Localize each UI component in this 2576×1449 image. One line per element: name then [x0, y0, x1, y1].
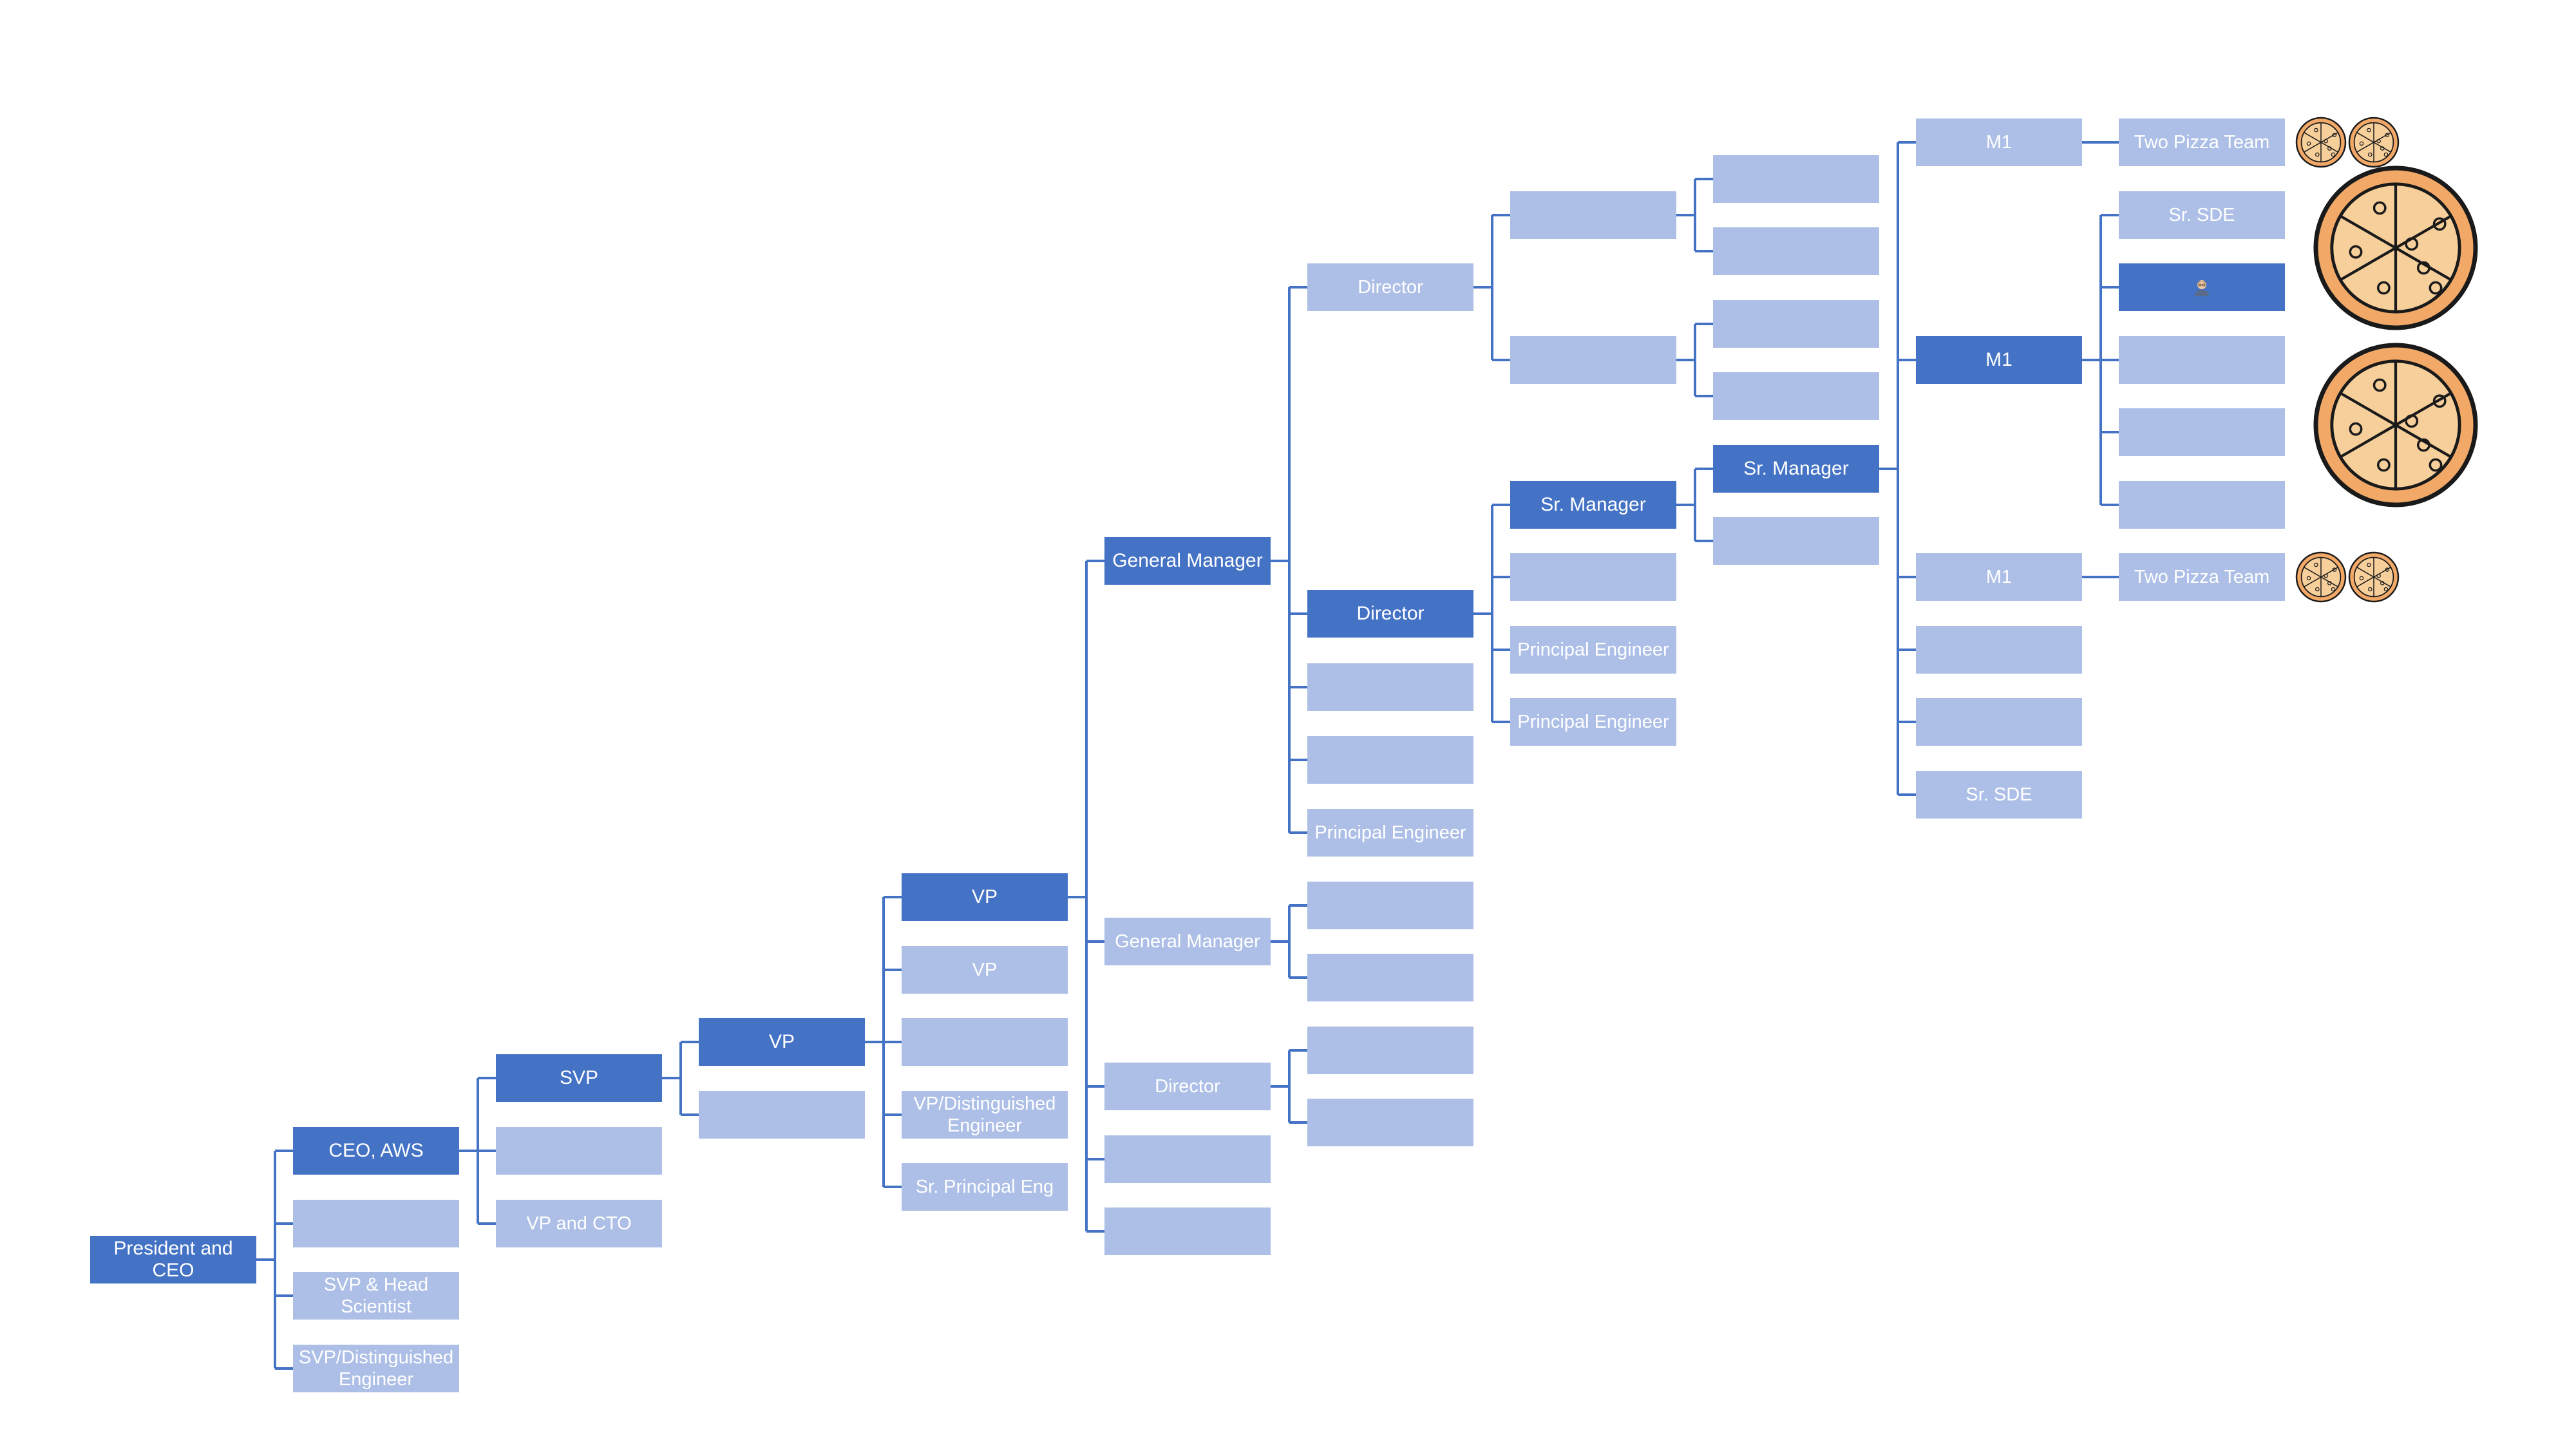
org-box-gm2: General Manager [1104, 918, 1271, 965]
org-box-l5-blank2 [1104, 1208, 1271, 1255]
org-box-label: CEO, AWS [328, 1140, 424, 1161]
org-box-sr-principal-eng: Sr. Principal Eng [902, 1163, 1068, 1211]
org-box-principal-eng-a: Principal Engineer [1510, 626, 1676, 674]
org-box-dir-l5: Director [1104, 1063, 1271, 1110]
org-box-m1-top: M1 [1916, 118, 2082, 166]
org-box-l5-blank1 [1104, 1135, 1271, 1183]
org-box-l8-b2 [1713, 372, 1879, 420]
org-box-label: M1 [1985, 132, 2012, 153]
org-box-l8-a1 [1713, 155, 1879, 203]
org-box-label: SVP & Head Scientist [323, 1274, 429, 1317]
org-box-svp: SVP [496, 1054, 662, 1102]
org-box-l6-blank2 [1307, 736, 1473, 784]
org-box-label: M1 [1985, 567, 2012, 587]
org-box-dir1-child2 [1510, 336, 1676, 384]
org-box-l4-blank [902, 1018, 1068, 1066]
org-box-label: Director [1155, 1076, 1220, 1097]
pizza-icon [2348, 551, 2400, 603]
org-box-dirl5-child2 [1307, 1099, 1473, 1146]
org-box-principal-eng-l6: Principal Engineer [1307, 809, 1473, 857]
org-box-label: General Manager [1115, 931, 1260, 952]
org-box-l8-b1 [1713, 300, 1879, 348]
pizza-icon [2313, 166, 2478, 330]
org-box-team-blank1 [2119, 336, 2285, 384]
org-box-sr-sde-l9: Sr. SDE [1916, 771, 2082, 819]
org-box-label: VP [971, 886, 998, 907]
org-box-dir1: Director [1307, 263, 1473, 311]
org-box-l8-blank [1713, 517, 1879, 565]
org-box-dir2: Director [1307, 590, 1473, 638]
org-box-ceo-aws: CEO, AWS [293, 1127, 459, 1175]
org-box-vp2: VP [902, 873, 1068, 921]
org-box-l2-blank [496, 1127, 662, 1175]
org-box-sr-mgr1: Sr. Manager [1510, 481, 1676, 529]
pizza-icon [2295, 551, 2347, 603]
org-box-label: Director [1356, 603, 1425, 624]
pizza-icon [2295, 117, 2347, 168]
org-box-label: Sr. Manager [1743, 458, 1849, 479]
org-box-label: M1 [1985, 349, 2012, 370]
org-box-m1-mid: M1 [1916, 336, 2082, 384]
org-box-label: Sr. SDE [1965, 784, 2032, 805]
pizza-icon [2348, 117, 2400, 168]
org-box-label: Two Pizza Team [2134, 567, 2270, 587]
org-box-svp-dist-eng: SVP/Distinguished Engineer [293, 1345, 459, 1392]
org-box-m1-low: M1 [1916, 553, 2082, 601]
org-box-gm1: General Manager [1104, 537, 1271, 585]
org-box-l1-blank [293, 1200, 459, 1247]
org-box-team-blank2 [2119, 408, 2285, 456]
org-box-you [2119, 263, 2285, 311]
org-box-vp-dist-eng: VP/Distinguished Engineer [902, 1091, 1068, 1139]
org-box-label: General Manager [1112, 550, 1263, 571]
org-box-l3-blank [699, 1091, 865, 1139]
org-box-label: Sr. Manager [1540, 494, 1646, 515]
org-box-l6-blank1 [1307, 663, 1473, 711]
org-box-label: Principal Engineer [1517, 712, 1669, 732]
org-box-label: Principal Engineer [1517, 639, 1669, 660]
pizza-icon [2313, 343, 2478, 507]
org-box-label: VP [768, 1031, 795, 1052]
org-box-label: Two Pizza Team [2134, 132, 2270, 153]
org-box-label: VP and CTO [526, 1213, 632, 1234]
org-box-ceo: President and CEO [90, 1236, 256, 1283]
org-box-principal-eng-b: Principal Engineer [1510, 698, 1676, 746]
org-box-label: Sr. SDE [2168, 205, 2235, 225]
org-box-dirl5-child1 [1307, 1027, 1473, 1074]
org-box-svp-head-scientist: SVP & Head Scientist [293, 1272, 459, 1320]
org-box-l9-blank2 [1916, 698, 2082, 746]
org-box-vp-light: VP [902, 946, 1068, 994]
org-box-label: VP [972, 960, 998, 980]
org-box-vp-cto: VP and CTO [496, 1200, 662, 1247]
org-box-label: President and CEO [113, 1238, 233, 1281]
org-box-label: SVP [559, 1067, 599, 1088]
org-box-two-pizza-top: Two Pizza Team [2119, 118, 2285, 166]
org-box-label: SVP/Distinguished Engineer [298, 1347, 454, 1390]
org-box-team-blank3 [2119, 481, 2285, 529]
org-box-two-pizza-low: Two Pizza Team [2119, 553, 2285, 601]
org-box-dir1-child1 [1510, 191, 1676, 239]
org-box-vp1: VP [699, 1018, 865, 1066]
org-box-gm2-child2 [1307, 954, 1473, 1001]
org-box-sr-mgr2: Sr. Manager [1713, 445, 1879, 493]
org-box-label: Director [1358, 277, 1423, 298]
org-box-label: Principal Engineer [1314, 822, 1466, 843]
org-box-label: VP/Distinguished Engineer [913, 1094, 1056, 1136]
person-icon [2195, 280, 2209, 296]
org-box-label: Sr. Principal Eng [915, 1177, 1054, 1197]
org-box-l8-a2 [1713, 227, 1879, 275]
org-box-sr-sde-team: Sr. SDE [2119, 191, 2285, 239]
org-box-l9-blank1 [1916, 626, 2082, 674]
org-box-gm2-child1 [1307, 882, 1473, 929]
org-box-l7-blank [1510, 553, 1676, 601]
